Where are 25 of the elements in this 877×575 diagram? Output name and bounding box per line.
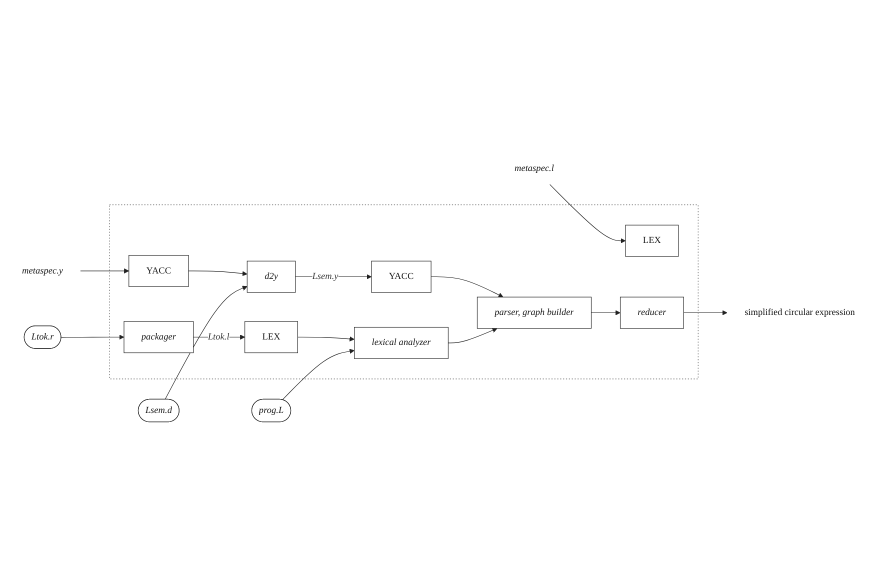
node-box: reducer (620, 296, 684, 329)
node-box: lexical analyzer (354, 326, 448, 359)
node-box: parser, graph builder (476, 296, 592, 329)
arrow (282, 348, 355, 400)
arrow (550, 184, 626, 244)
arrow (188, 270, 248, 276)
node-text: simplified circular expression (744, 308, 855, 318)
arrow (60, 334, 124, 340)
arrow (80, 268, 130, 274)
cluster (109, 204, 698, 380)
arrow (683, 310, 728, 316)
node-box: d2y (246, 260, 296, 293)
arrow (297, 336, 355, 342)
edge-label: Ltok.l (208, 332, 230, 342)
node-box: YACC (371, 260, 432, 293)
node-box: YACC (128, 255, 189, 287)
node-box: packager (124, 321, 194, 354)
arrow (590, 310, 620, 316)
node-text: metaspec.l (514, 164, 554, 174)
arrow (448, 328, 498, 344)
node-text: metaspec.y (22, 266, 64, 276)
edge-label: Lsem.y (312, 272, 338, 282)
node-box: LEX (625, 224, 679, 257)
node-box: LEX (244, 321, 298, 354)
arrow (430, 276, 504, 298)
